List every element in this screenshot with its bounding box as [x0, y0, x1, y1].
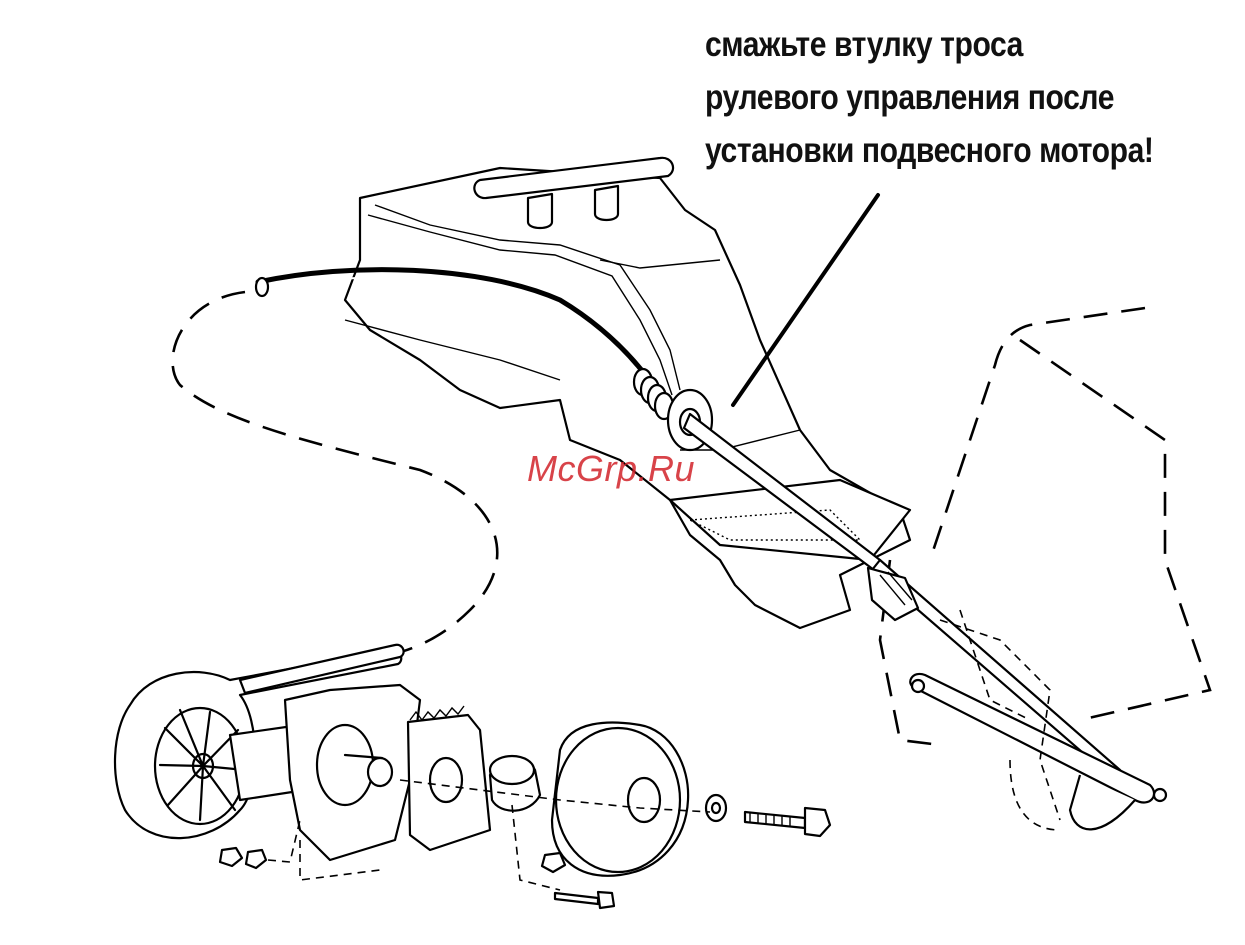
- pulley-face: [556, 728, 680, 872]
- handle-post-2: [595, 186, 618, 220]
- bolt-head: [805, 808, 830, 836]
- cable-end-left: [256, 278, 268, 296]
- plate-shaft: [368, 758, 392, 786]
- nut-1: [220, 848, 242, 866]
- seat-outline-right: [930, 308, 1145, 560]
- gasket-hole: [430, 758, 462, 802]
- nut-3: [542, 853, 565, 872]
- instruction-line-1: смажьте втулку троса: [705, 18, 1161, 71]
- bracket-end-bolt: [1154, 789, 1166, 801]
- pulley-center-hole: [628, 778, 660, 822]
- small-screw: [555, 893, 598, 904]
- cable-nut: [868, 568, 918, 620]
- bracket-bolt: [912, 680, 924, 692]
- motor-housing: [345, 168, 910, 628]
- seat-outline-right-2: [1020, 340, 1210, 720]
- nut-dash: [268, 820, 300, 862]
- instruction-line-2: рулевого управления после: [705, 71, 1161, 124]
- annotation-leader-line: [733, 195, 878, 405]
- bolt-shank: [745, 812, 805, 828]
- nut-2: [246, 850, 266, 868]
- plate-bearing: [317, 725, 373, 805]
- drive-cup-rim: [490, 756, 534, 784]
- lubrication-instruction: смажьте втулку троса рулевого управления…: [705, 18, 1161, 177]
- small-screw-head: [598, 892, 614, 908]
- handle-post-1: [528, 194, 552, 228]
- watermark-text: McGrp.Ru: [527, 448, 695, 490]
- washer-hole: [712, 803, 720, 813]
- instruction-line-3: установки подвесного мотора!: [705, 124, 1161, 177]
